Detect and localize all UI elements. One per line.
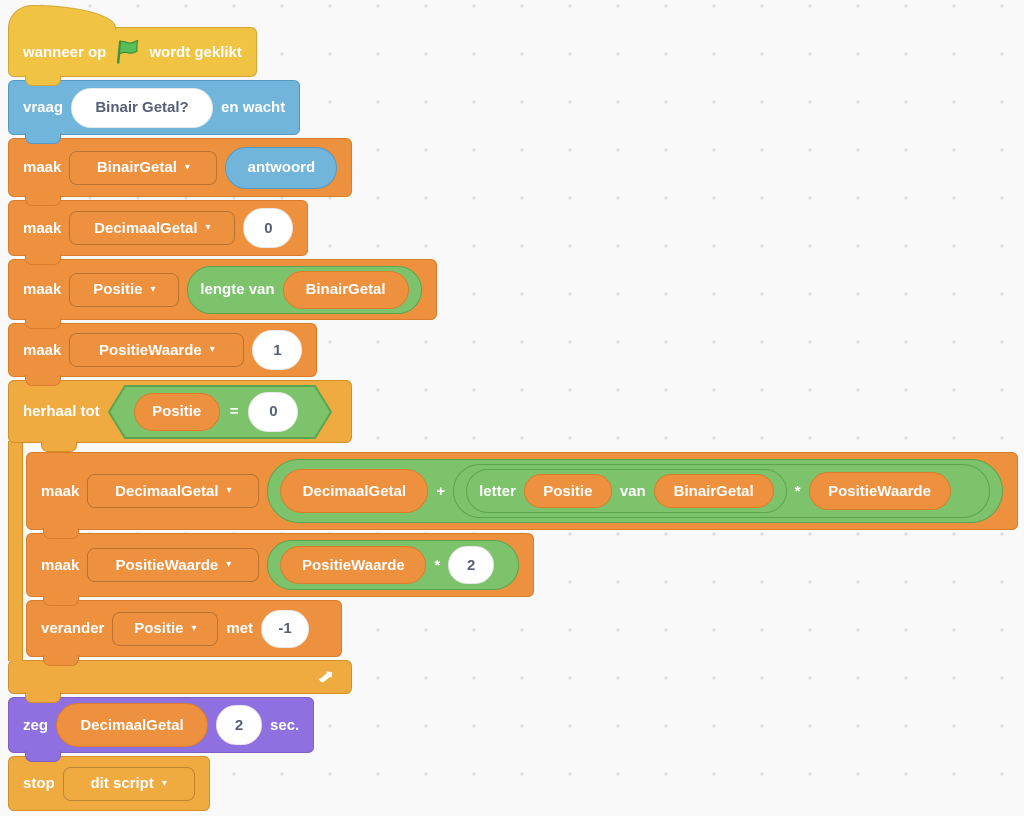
hat-text-before: wanneer op [23, 43, 107, 61]
variable-dropdown-decimaalgetal[interactable]: DecimaalGetal ▾ [69, 211, 236, 245]
variable-oval-positie[interactable]: Positie [133, 392, 220, 431]
letter-label: letter [479, 482, 516, 500]
dropdown-label: dit script [90, 775, 154, 792]
loop-arrow-icon: ➥ [313, 663, 341, 691]
variable-oval-positie[interactable]: Positie [523, 474, 612, 508]
block-set-binairgetal[interactable]: maak BinairGetal ▾ antwoord [8, 138, 353, 206]
condition-value-input[interactable]: 0 [248, 391, 299, 432]
block-ask-and-wait[interactable]: vraag Binair Getal? en wacht [8, 80, 301, 144]
dropdown-arrow-icon: ▾ [191, 622, 197, 634]
dropdown-label: PositieWaarde [115, 556, 219, 574]
block-say-for-secs[interactable]: zeg DecimaalGetal 2 sec. [8, 697, 315, 762]
reporter-letter-of[interactable]: letter Positie van BinairGetal [466, 469, 787, 513]
dropdown-label: Positie [93, 281, 143, 298]
stop-verb: stop [23, 775, 55, 792]
set-verb: maak [41, 556, 80, 574]
dropdown-arrow-icon: ▾ [226, 559, 232, 570]
value-input[interactable]: -1 [261, 609, 310, 648]
dropdown-arrow-icon: ▾ [209, 344, 215, 355]
plus-operator: + [436, 482, 446, 500]
dropdown-arrow-icon: ▾ [150, 283, 156, 295]
variable-dropdown-positie[interactable]: Positie ▾ [69, 272, 180, 307]
say-verb: zeg [23, 716, 49, 734]
green-flag-icon [114, 39, 141, 65]
of-label: van [619, 482, 646, 500]
variable-oval-binairgetal[interactable]: BinairGetal [282, 270, 409, 309]
set-verb: maak [23, 159, 62, 176]
dropdown-arrow-icon: ▾ [184, 161, 190, 173]
block-change-positie[interactable]: verander Positie ▾ met -1 [26, 600, 342, 666]
reporter-length-of[interactable]: lengte van BinairGetal [187, 265, 422, 314]
variable-dropdown-positiewaarde[interactable]: PositieWaarde ▾ [87, 548, 260, 582]
variable-dropdown-positiewaarde[interactable]: PositieWaarde ▾ [69, 333, 245, 367]
reporter-add[interactable]: DecimaalGetal + letter Positie van Binai… [267, 459, 1003, 523]
variable-dropdown-binairgetal[interactable]: BinairGetal ▾ [69, 150, 218, 185]
dropdown-arrow-icon: ▾ [205, 222, 211, 233]
times-operator: * [794, 482, 801, 500]
set-verb: maak [23, 281, 62, 298]
set-verb: maak [23, 219, 62, 237]
block-set-positiewaarde[interactable]: maak PositieWaarde ▾ 1 [8, 323, 318, 386]
value-input[interactable]: 2 [448, 546, 495, 584]
block-when-flag-clicked[interactable]: wanneer op wordt geklikt [8, 5, 257, 86]
equals-operator: = [229, 403, 239, 420]
variable-oval-positiewaarde[interactable]: PositieWaarde [808, 472, 951, 510]
change-preposition: met [226, 620, 254, 637]
dropdown-label: DecimaalGetal [94, 219, 198, 237]
dropdown-label: DecimaalGetal [115, 482, 219, 500]
reporter-multiply[interactable]: PositieWaarde * 2 [267, 540, 519, 590]
value-input[interactable]: 0 [243, 208, 294, 248]
dropdown-arrow-icon: ▾ [226, 485, 232, 496]
change-verb: verander [41, 620, 105, 637]
repeat-label: herhaal tot [23, 403, 100, 420]
block-loop-set-decimaalgetal[interactable]: maak DecimaalGetal ▾ DecimaalGetal + let… [26, 452, 1018, 539]
times-operator: * [434, 556, 441, 574]
ask-suffix: en wacht [221, 99, 286, 116]
block-set-positie[interactable]: maak Positie ▾ lengte van BinairGetal [8, 259, 437, 329]
block-repeat-until-top[interactable]: herhaal tot Positie = 0 [8, 380, 352, 452]
ask-label: vraag [23, 99, 64, 116]
value-input[interactable]: 1 [252, 330, 303, 370]
block-repeat-until-bottom[interactable]: ➥ [8, 660, 352, 703]
ask-question-input[interactable]: Binair Getal? [71, 87, 214, 128]
condition-equals-block[interactable]: Positie = 0 [107, 384, 332, 439]
hat-text-after: wordt geklikt [149, 43, 242, 61]
repeat-until-spine[interactable] [8, 441, 23, 661]
variable-oval-decimaalgetal[interactable]: DecimaalGetal [56, 703, 209, 747]
dropdown-label: BinairGetal [96, 159, 177, 176]
set-verb: maak [41, 482, 80, 500]
variable-oval-binairgetal[interactable]: BinairGetal [653, 474, 774, 508]
length-label: lengte van [200, 281, 275, 298]
reporter-multiply[interactable]: letter Positie van BinairGetal * Positie… [453, 464, 990, 518]
block-set-decimaalgetal[interactable]: maak DecimaalGetal ▾ 0 [8, 200, 309, 265]
set-verb: maak [23, 341, 62, 359]
reporter-antwoord[interactable]: antwoord [225, 146, 338, 189]
block-loop-set-positiewaarde[interactable]: maak PositieWaarde ▾ PositieWaarde * 2 [26, 533, 534, 606]
dropdown-label: Positie [134, 620, 184, 637]
dropdown-arrow-icon: ▾ [161, 777, 167, 789]
say-suffix: sec. [270, 716, 300, 734]
duration-input[interactable]: 2 [216, 705, 263, 745]
dropdown-label: PositieWaarde [98, 341, 202, 359]
variable-oval-positiewaarde[interactable]: PositieWaarde [280, 546, 427, 584]
variable-oval-decimaalgetal[interactable]: DecimaalGetal [280, 469, 429, 513]
variable-dropdown-positie[interactable]: Positie ▾ [112, 611, 219, 646]
variable-dropdown-decimaalgetal[interactable]: DecimaalGetal ▾ [87, 474, 260, 508]
stop-option-dropdown[interactable]: dit script ▾ [62, 766, 195, 801]
block-stop[interactable]: stop dit script ▾ [8, 756, 210, 811]
